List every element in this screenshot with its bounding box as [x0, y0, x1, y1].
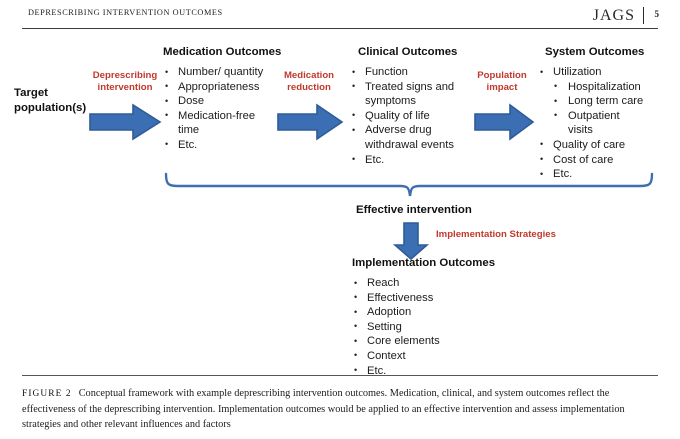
list-item: Dose	[163, 94, 275, 109]
list-item: Reach	[352, 276, 502, 291]
header-rule	[22, 28, 658, 29]
connector-label-population-impact: Population impact	[477, 70, 527, 93]
list-item: Setting	[352, 319, 502, 335]
list-item-sub: Outpatient	[538, 108, 668, 124]
list-item: Number/ quantity	[163, 65, 275, 80]
target-population-label: Target population(s)	[14, 87, 87, 114]
list-item: Etc.	[163, 137, 275, 153]
column-title-system-outcomes: System Outcomes	[545, 46, 645, 58]
list-item-sub: Hospitalization	[538, 79, 668, 95]
implementation-outcomes-title: Implementation Outcomes	[352, 257, 496, 269]
arrow-population-impact	[474, 103, 535, 141]
list-item-continued: symptoms	[365, 95, 416, 108]
list-item: Etc.	[350, 152, 468, 168]
list-item: Core elements	[352, 334, 502, 349]
list-item: Treated signs and	[350, 79, 468, 95]
arrow-deprescribing-intervention	[89, 103, 162, 141]
connector-label-deprescribing-intervention: Deprescribing intervention	[92, 70, 158, 93]
list-implementation-outcomes: Reach Effectiveness Adoption Setting Cor…	[352, 273, 502, 378]
connector-label-medication-reduction: Medication reduction	[283, 70, 335, 93]
column-title-medication-outcomes: Medication Outcomes	[163, 46, 282, 58]
list-item-sub-continued: visits	[568, 124, 593, 137]
list-clinical-outcomes: Function Treated signs and symptoms Qual…	[350, 62, 468, 167]
list-item-sub: Long term care	[538, 94, 668, 109]
list-item: Quality of care	[538, 137, 668, 153]
page-number: 5	[654, 9, 660, 19]
list-item-continued: withdrawal events	[365, 138, 454, 151]
list-item: Utilization	[538, 65, 668, 80]
figure-caption-text: Conceptual framework with example depres…	[22, 388, 625, 431]
list-item: Medication-free	[163, 108, 275, 124]
list-item: Appropriateness	[163, 79, 275, 95]
list-item: Effectiveness	[352, 290, 502, 306]
list-item: Quality of life	[350, 108, 468, 124]
column-title-clinical-outcomes: Clinical Outcomes	[358, 46, 458, 58]
arrow-medication-reduction	[277, 103, 344, 141]
list-item-continued: time	[178, 124, 200, 137]
list-medication-outcomes: Number/ quantity Appropriateness Dose Me…	[163, 62, 275, 153]
journal-divider	[643, 7, 644, 24]
arrow-implementation-strategies	[393, 222, 429, 261]
effective-intervention-label: Effective intervention	[356, 204, 472, 216]
journal-logo: JAGS	[592, 7, 635, 24]
list-item: Etc.	[538, 167, 668, 182]
implementation-strategies-label: Implementation Strategies	[436, 229, 556, 240]
figure-number: FIGURE 2	[22, 389, 72, 399]
list-item: Adverse drug	[350, 123, 468, 138]
list-item: Cost of care	[538, 152, 668, 168]
list-item: Etc.	[352, 363, 502, 379]
list-system-outcomes: Utilization Hospitalization Long term ca…	[538, 62, 668, 182]
list-item: Context	[352, 348, 502, 364]
running-head: DEPRESCRIBING INTERVENTION OUTCOMES	[28, 8, 223, 17]
convergence-brace	[164, 172, 654, 197]
list-item: Adoption	[352, 305, 502, 320]
caption-rule	[22, 375, 658, 376]
figure-2-diagram: Target population(s) Deprescribing inter…	[0, 32, 680, 377]
list-item: Function	[350, 65, 468, 80]
